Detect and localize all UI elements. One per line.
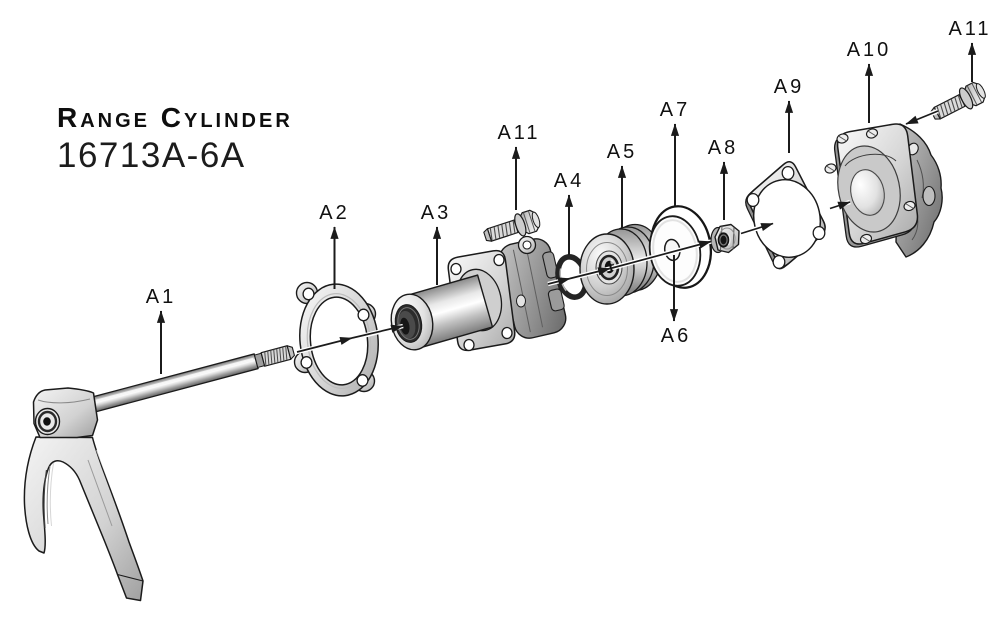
diagram-title: Range Cylinder [57, 102, 293, 133]
callout-a2-label: A2 [319, 202, 349, 224]
part-a9-cover-gasket [745, 161, 826, 270]
callouts [156, 42, 977, 374]
callout-a3-label: A3 [421, 202, 451, 224]
fork-pivot-hole [34, 407, 61, 436]
callout-a6-label: A6 [661, 325, 691, 347]
callout-a11-cover-label: A11 [948, 18, 991, 40]
callout-a9-label: A9 [774, 76, 804, 98]
housing-bore [394, 304, 423, 343]
part-a8-nut [710, 223, 740, 254]
shaft-rod [81, 345, 295, 416]
callout-a1-label: A1 [146, 286, 176, 308]
callout-a10-label: A10 [847, 39, 892, 61]
callout-a8-label: A8 [708, 137, 738, 159]
title-block: Range Cylinder 16713A-6A [57, 102, 293, 176]
callout-a5-label: A5 [607, 141, 637, 163]
bolt-to-cover-arrow [905, 110, 939, 125]
assembly-centerline [296, 108, 939, 355]
fork-arms [23, 436, 144, 602]
housing-flange-holes [450, 253, 513, 352]
callout-a11-housing-label: A11 [497, 122, 540, 144]
cover-gasket-holes [746, 165, 826, 270]
part-number: 16713A-6A [57, 135, 246, 175]
part-a1-shift-fork-shaft [23, 345, 295, 602]
cover-gasket-opening [752, 178, 822, 259]
cover-dome [850, 169, 885, 216]
part-a11-bolt-cover [927, 78, 990, 127]
callout-a4-label: A4 [554, 170, 584, 192]
gasket-bolt-holes [300, 287, 370, 387]
callout-a7-label: A7 [660, 99, 690, 121]
part-a3-cylinder-housing [390, 235, 567, 352]
part-a10-end-cover [824, 123, 943, 258]
